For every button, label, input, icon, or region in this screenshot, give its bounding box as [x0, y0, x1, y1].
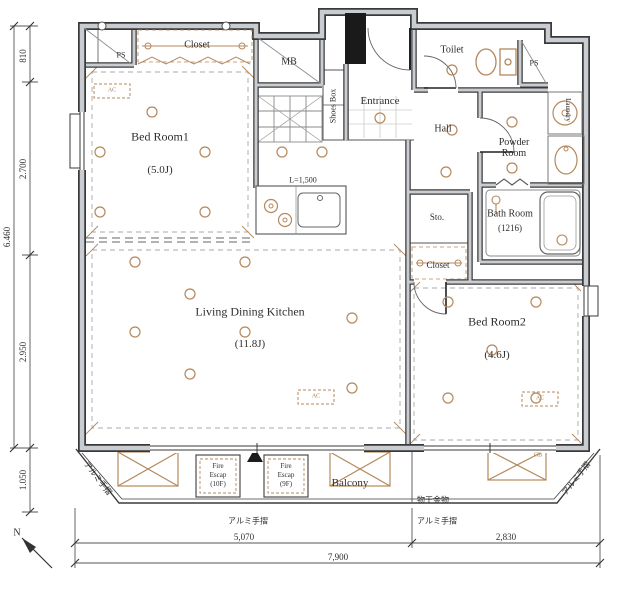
toilet-fixture	[475, 48, 517, 76]
laundry-hardware-label: 物干金物	[417, 495, 449, 505]
fire-escape-label-9f: Fire Escap (9F)	[278, 462, 295, 488]
washing-machine	[547, 91, 583, 135]
fire-escape-label-10f: Fire Escap (10F)	[210, 462, 227, 488]
room-label-closet-right: Closet	[426, 259, 450, 270]
dim-bottom-5070: 5,070	[233, 531, 255, 542]
closet-fittings	[137, 29, 467, 280]
room-label-shoes-box: Shoes Box	[328, 88, 338, 124]
room-label-powder-room: Powder Room	[498, 136, 530, 159]
room-size-bedroom1: (5.0J)	[147, 163, 173, 176]
room-label-entrance: Entrance	[360, 94, 400, 107]
doors	[137, 27, 529, 315]
bathtub	[485, 189, 581, 257]
entrance-tile-grid	[348, 96, 412, 138]
room-label-bedroom2: Bed Room2	[468, 314, 526, 329]
dim-kitchen-counter: L=1,500	[289, 175, 317, 185]
room-label-hall: Hall	[434, 123, 452, 135]
ac-unit-symbols	[93, 83, 559, 407]
downlight-symbols	[94, 64, 542, 404]
dim-left-2950: 2.950	[17, 341, 28, 363]
balcony-equipment-boxes	[117, 449, 547, 487]
kitchen-counter	[255, 185, 347, 235]
handrail-label-bottom-left: アルミ手摺	[228, 516, 268, 526]
fire-escape-10f-line1: Fire	[212, 461, 224, 470]
ceiling-dashed-outlines	[91, 71, 579, 441]
structural-column	[345, 13, 366, 64]
fire-escape-9f-line1: Fire	[280, 461, 292, 470]
washbasin	[547, 135, 585, 185]
duct-grid	[257, 95, 323, 143]
direction-marker-triangle	[247, 448, 263, 462]
room-label-ldk: Living Dining Kitchen	[195, 304, 305, 319]
dim-left-810: 810	[17, 49, 28, 63]
dim-bottom-2830: 2,830	[495, 531, 517, 542]
dim-left-6460: 6.460	[1, 226, 12, 248]
room-label-bath: Bath Room	[487, 208, 533, 220]
walls	[78, 8, 590, 452]
room-label-ps-right: PS	[529, 58, 539, 68]
room-label-mb: MB	[281, 56, 297, 68]
room-label-bedroom1: Bed Room1	[131, 129, 189, 144]
room-size-bedroom2: (4.6J)	[484, 348, 510, 361]
balcony-outline	[75, 448, 601, 504]
room-size-bath: (1216)	[498, 222, 522, 233]
room-label-closet-top: Closet	[184, 39, 210, 51]
ac-label-bedroom2: AC	[535, 395, 545, 402]
ac-label-bedroom1: AC	[107, 87, 117, 94]
dim-left-2700: 2.700	[17, 158, 28, 180]
dimension-lines	[9, 21, 605, 568]
ac-label-ldk: AC	[311, 393, 321, 400]
room-label-ps-left: PS	[116, 50, 126, 60]
room-size-ldk: (11.8J)	[234, 337, 266, 350]
windows	[69, 21, 599, 453]
fire-escape-9f-line2: Escap	[277, 470, 295, 479]
fire-escape-10f-line3: (10F)	[210, 479, 226, 488]
room-label-toilet: Toilet	[440, 44, 464, 56]
dim-bottom-7900: 7,900	[327, 551, 349, 562]
room-label-storage: Sto.	[429, 211, 445, 222]
gb-label: GB	[533, 452, 543, 459]
fire-escape-10f-line2: Escap	[209, 470, 227, 479]
dim-left-1050: 1.050	[17, 469, 28, 491]
fire-escape-9f-line3: (9F)	[279, 479, 293, 488]
fire-escape-hatch	[195, 454, 309, 498]
room-label-balcony: Balcony	[331, 476, 369, 489]
handrail-label-bottom-right: アルミ手摺	[417, 516, 457, 526]
north-label: N	[13, 527, 21, 539]
north-arrow	[21, 537, 53, 569]
partition-thin-lines	[86, 26, 470, 244]
room-label-laundry: Laundry	[563, 98, 572, 122]
